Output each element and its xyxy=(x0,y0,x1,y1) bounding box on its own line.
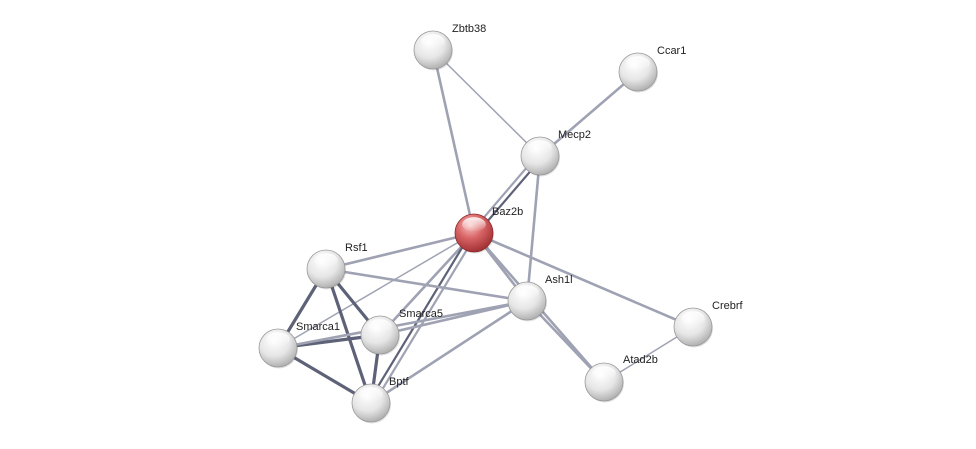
node-ash1l[interactable]: Ash1l xyxy=(507,274,573,322)
node-label: Bptf xyxy=(389,376,410,388)
node-baz2b[interactable]: Baz2b xyxy=(454,206,523,254)
node-highlight xyxy=(462,217,486,232)
node-label: Zbtb38 xyxy=(452,23,486,35)
node-highlight xyxy=(368,319,392,334)
edge-baz2b-smarca1 xyxy=(277,232,475,349)
edge-rsf1-ash1l xyxy=(324,267,529,303)
edge-baz2b-rsf1 xyxy=(324,231,476,271)
edge-baz2b-crebrf xyxy=(472,231,695,329)
node-highlight xyxy=(626,56,650,71)
node-crebrf[interactable]: Crebrf xyxy=(673,300,744,348)
node-highlight xyxy=(528,140,552,155)
node-bptf[interactable]: Bptf xyxy=(351,376,410,424)
node-highlight xyxy=(592,366,616,381)
nodes-layer: Baz2b Zbtb38Ccar1Mecp2Rsf1Ash1lSmarca5Sma… xyxy=(258,23,744,424)
edge-ccar1-mecp2 xyxy=(538,70,640,158)
node-rsf1[interactable]: Rsf1 xyxy=(306,242,368,290)
edge-bptf-ash1l xyxy=(369,299,529,405)
node-atad2b[interactable]: Atad2b xyxy=(584,354,658,403)
node-highlight xyxy=(681,311,705,326)
node-highlight xyxy=(515,285,539,300)
node-label: Smarca5 xyxy=(399,308,443,320)
node-zbtb38[interactable]: Zbtb38 xyxy=(413,23,486,71)
node-highlight xyxy=(421,34,445,49)
edge-baz2b-bptf-a xyxy=(367,230,473,403)
node-highlight xyxy=(314,253,338,268)
node-label: Baz2b xyxy=(492,206,523,218)
edges-layer xyxy=(276,48,695,406)
node-smarca5[interactable]: Smarca5 xyxy=(360,308,443,356)
node-highlight xyxy=(266,332,290,347)
node-smarca1[interactable]: Smarca1 xyxy=(258,321,340,369)
node-label: Ccar1 xyxy=(657,45,686,57)
node-label: Rsf1 xyxy=(345,242,368,254)
node-highlight xyxy=(359,387,383,402)
node-label: Crebrf xyxy=(712,300,744,312)
edge-smarca1-ash1l xyxy=(276,299,529,350)
node-label: Smarca1 xyxy=(296,321,340,333)
node-ccar1[interactable]: Ccar1 xyxy=(618,45,686,93)
edge-baz2b-zbtb38 xyxy=(431,48,476,235)
edge-mecp2-ash1l xyxy=(525,154,542,303)
node-label: Mecp2 xyxy=(558,129,591,141)
node-label: Ash1l xyxy=(545,274,573,286)
node-mecp2[interactable]: Mecp2 xyxy=(520,129,591,177)
edge-zbtb38-mecp2 xyxy=(432,49,541,157)
node-label: Atad2b xyxy=(623,354,658,366)
